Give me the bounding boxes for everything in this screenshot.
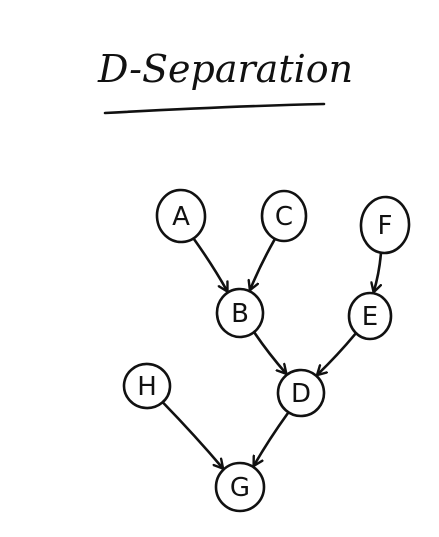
title-underline [103, 102, 326, 115]
edge-e-to-d [315, 332, 357, 377]
node-e-circle [347, 291, 393, 341]
edge-a-to-b [192, 237, 229, 293]
node-h: H [122, 362, 172, 410]
edge-f-to-e [374, 252, 383, 294]
nodes-layer: A C F B E H D G [122, 188, 411, 513]
node-g-label: G [230, 473, 250, 503]
diagram-title: D-Separation [97, 47, 353, 91]
node-h-circle [122, 362, 172, 410]
node-e-label: E [362, 302, 378, 332]
node-b-circle [215, 287, 265, 339]
node-a-label: A [172, 202, 190, 232]
node-f-label: F [378, 211, 393, 241]
node-f-circle [359, 195, 411, 255]
edges-layer [162, 237, 383, 470]
node-b: B [215, 287, 265, 339]
node-d-label: D [291, 379, 311, 409]
edge-d-to-g [252, 411, 290, 468]
node-e: E [347, 291, 393, 341]
node-b-label: B [231, 299, 249, 329]
edge-b-to-d [253, 331, 288, 376]
node-c: C [260, 189, 308, 243]
node-g: G [214, 461, 266, 513]
node-c-label: C [275, 202, 293, 232]
node-h-label: H [137, 372, 157, 402]
node-g-circle [214, 461, 266, 513]
node-a-circle [155, 188, 207, 244]
node-d-circle [276, 368, 326, 418]
edge-h-to-g [162, 401, 225, 470]
node-d: D [276, 368, 326, 418]
edge-c-to-b [250, 238, 276, 292]
node-a: A [155, 188, 207, 244]
node-c-circle [260, 189, 308, 243]
node-f: F [359, 195, 411, 255]
